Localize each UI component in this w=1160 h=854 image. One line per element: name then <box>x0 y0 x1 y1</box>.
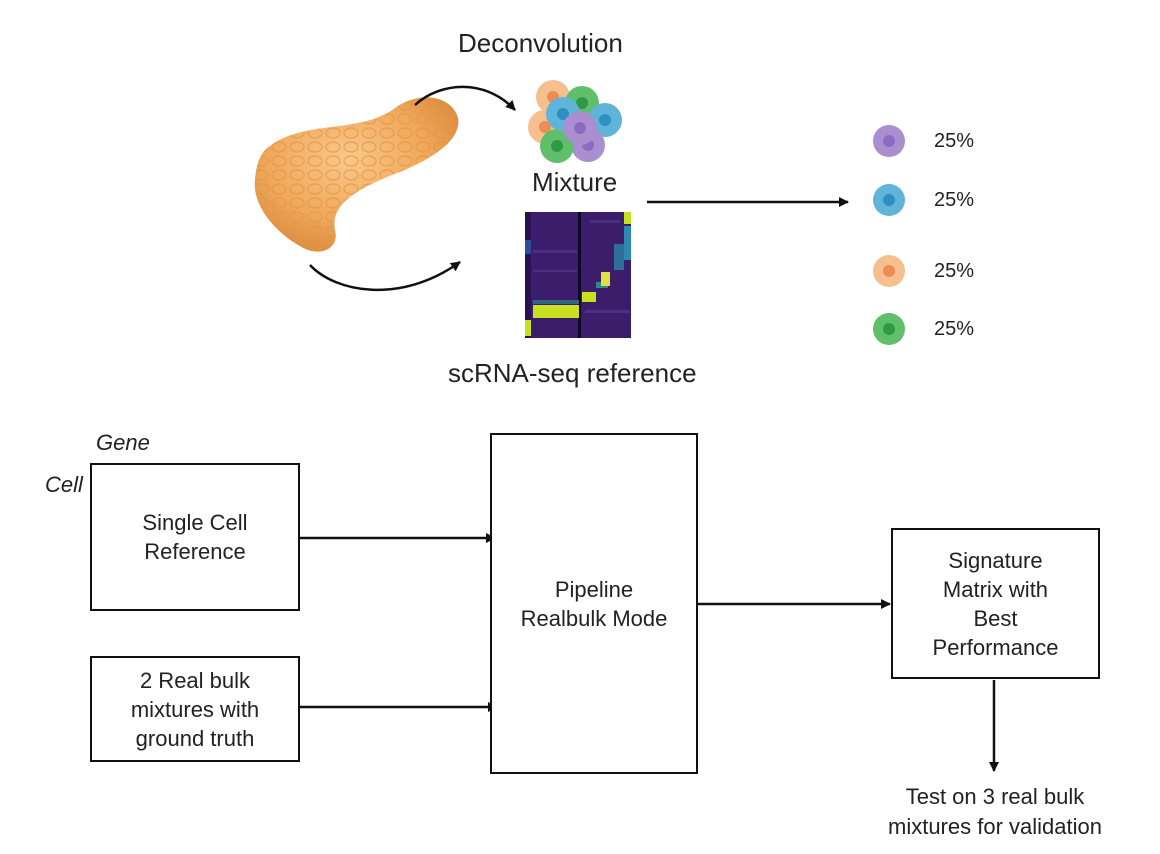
cell-type-icon <box>873 125 905 157</box>
heatmap-icon <box>525 212 631 338</box>
cell-type-icon <box>873 313 905 345</box>
mixture-cluster-icon <box>528 80 622 163</box>
text-line: mixtures for validation <box>888 814 1102 839</box>
real-bulk-mixtures-box: 2 Real bulk mixtures with ground truth <box>90 656 300 762</box>
cell-type-icon <box>873 255 905 287</box>
cell-axis-label: Cell <box>45 472 83 497</box>
box-line: Realbulk Mode <box>520 605 668 631</box>
test-validation-text: Test on 3 real bulk mixtures for validat… <box>860 782 1130 842</box>
proportion-value: 25% <box>934 189 975 211</box>
signature-matrix-box: Signature Matrix with Best Performance <box>891 528 1100 679</box>
mixture-label: Mixture <box>532 167 618 197</box>
pancreas-icon <box>254 97 459 252</box>
gene-axis-label: Gene <box>96 430 150 455</box>
arrow-to-reference <box>309 260 461 291</box>
box-line: Matrix with <box>942 576 1049 602</box>
proportion-value: 25% <box>934 130 975 152</box>
box-line: Single Cell <box>142 510 248 535</box>
pipeline-box: Pipeline Realbulk Mode <box>490 433 698 774</box>
box-line: Pipeline <box>554 576 634 602</box>
box-line: 2 Real bulk <box>139 667 251 693</box>
proportion-value: 25% <box>934 260 975 282</box>
box-line: Reference <box>144 539 246 564</box>
proportion-cells <box>873 125 905 345</box>
proportion-value: 25% <box>934 318 975 340</box>
text-line: Test on 3 real bulk <box>905 784 1085 809</box>
single-cell-reference-box: Single Cell Reference <box>90 463 300 611</box>
box-line: Performance <box>932 634 1059 660</box>
deconvolution-title: Deconvolution <box>458 28 623 58</box>
reference-label: scRNA-seq reference <box>448 358 697 388</box>
box-line: ground truth <box>135 725 255 751</box>
box-line: Best <box>973 605 1018 631</box>
cell-type-icon <box>873 184 905 216</box>
box-line: mixtures with <box>130 696 260 722</box>
arrow-to-mixture <box>414 85 516 111</box>
box-line: Signature <box>948 547 1043 573</box>
